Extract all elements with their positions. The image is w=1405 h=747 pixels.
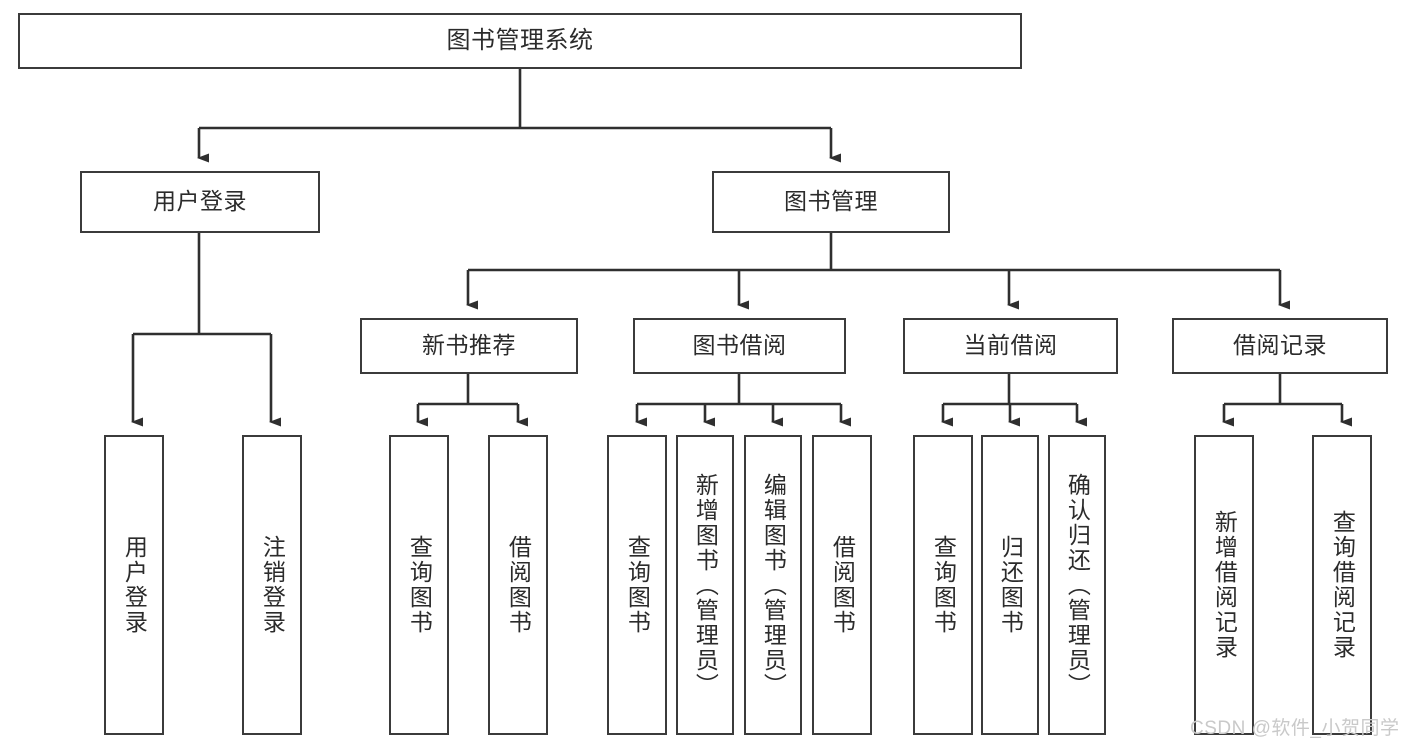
leaf-return-book[interactable]: 归还图书 [981, 435, 1039, 735]
node-label: 查询图书 [624, 535, 651, 635]
csdn-watermark: CSDN @软件_小贺同学 [1190, 718, 1400, 739]
node-label: 用户登录 [121, 535, 148, 635]
node-book-borrow[interactable]: 图书借阅 [633, 318, 846, 374]
node-borrow-record[interactable]: 借阅记录 [1172, 318, 1388, 374]
node-label: 借阅图书 [829, 535, 856, 635]
node-label: 新增图书（管理员） [692, 472, 719, 698]
node-user-login[interactable]: 用户登录 [80, 171, 320, 233]
leaf-query-book-recommend[interactable]: 查询图书 [389, 435, 449, 735]
node-label: 确认归还（管理员） [1064, 472, 1091, 698]
leaf-add-book-admin[interactable]: 新增图书（管理员） [676, 435, 734, 735]
node-label: 图书借阅 [692, 332, 787, 359]
node-label: 编辑图书（管理员） [760, 472, 787, 698]
node-label: 新增借阅记录 [1211, 510, 1238, 660]
node-label: 用户登录 [153, 188, 247, 215]
node-label: 借阅记录 [1233, 332, 1327, 359]
node-new-book-recommend[interactable]: 新书推荐 [360, 318, 578, 374]
node-root-book-management-system[interactable]: 图书管理系统 [18, 13, 1022, 69]
leaf-logout[interactable]: 注销登录 [242, 435, 302, 735]
node-label: 借阅图书 [505, 535, 532, 635]
node-label: 图书管理 [784, 188, 878, 215]
leaf-query-borrow-record[interactable]: 查询借阅记录 [1312, 435, 1372, 735]
leaf-edit-book-admin[interactable]: 编辑图书（管理员） [744, 435, 802, 735]
node-label: 新书推荐 [422, 332, 516, 359]
leaf-query-book-borrow[interactable]: 查询图书 [607, 435, 667, 735]
leaf-query-book-current[interactable]: 查询图书 [913, 435, 973, 735]
leaf-borrow-book-recommend[interactable]: 借阅图书 [488, 435, 548, 735]
node-label: 归还图书 [997, 535, 1024, 635]
node-label: 当前借阅 [963, 332, 1058, 359]
leaf-add-borrow-record[interactable]: 新增借阅记录 [1194, 435, 1254, 735]
node-label: 查询借阅记录 [1329, 510, 1356, 660]
node-label: 注销登录 [259, 535, 286, 635]
node-current-borrow[interactable]: 当前借阅 [903, 318, 1118, 374]
leaf-borrow-book[interactable]: 借阅图书 [812, 435, 872, 735]
node-label: 查询图书 [930, 535, 957, 635]
node-book-management[interactable]: 图书管理 [712, 171, 950, 233]
leaf-confirm-return-admin[interactable]: 确认归还（管理员） [1048, 435, 1106, 735]
leaf-user-login[interactable]: 用户登录 [104, 435, 164, 735]
node-label: 查询图书 [406, 535, 433, 635]
node-label: 图书管理系统 [446, 26, 594, 54]
